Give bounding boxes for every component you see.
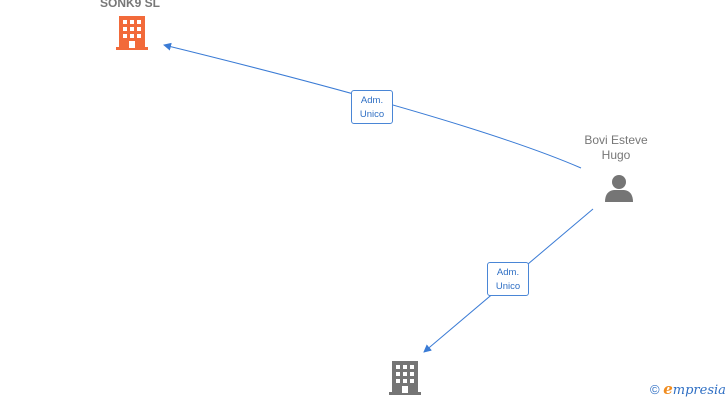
edge-label-top-line2: Unico [359,109,385,120]
edge-label-top-line1: Adm. [360,95,384,106]
edge-label-bottom-line2: Unico [495,281,521,292]
building-icon[interactable] [389,360,421,396]
person-icon[interactable] [604,174,634,202]
company-top-label[interactable]: SONK9 SL [99,0,160,10]
person-label[interactable]: Bovi Esteve Hugo [566,133,666,163]
empresia-watermark: © empresia [650,380,726,398]
edge-label-bottom-line1: Adm. [496,267,520,278]
copyright-symbol: © [650,382,660,397]
person-label-line2: Hugo [601,148,631,162]
person-label-line1: Bovi Esteve [584,133,648,147]
edge-label-bottom[interactable]: Adm. Unico [487,262,529,296]
building-icon[interactable] [116,15,148,51]
edge-label-top[interactable]: Adm. Unico [351,90,393,124]
empresia-logo-e: e [663,380,673,398]
empresia-logo-text: mpresia [672,383,726,398]
edge-person-to-top-company [163,42,582,169]
